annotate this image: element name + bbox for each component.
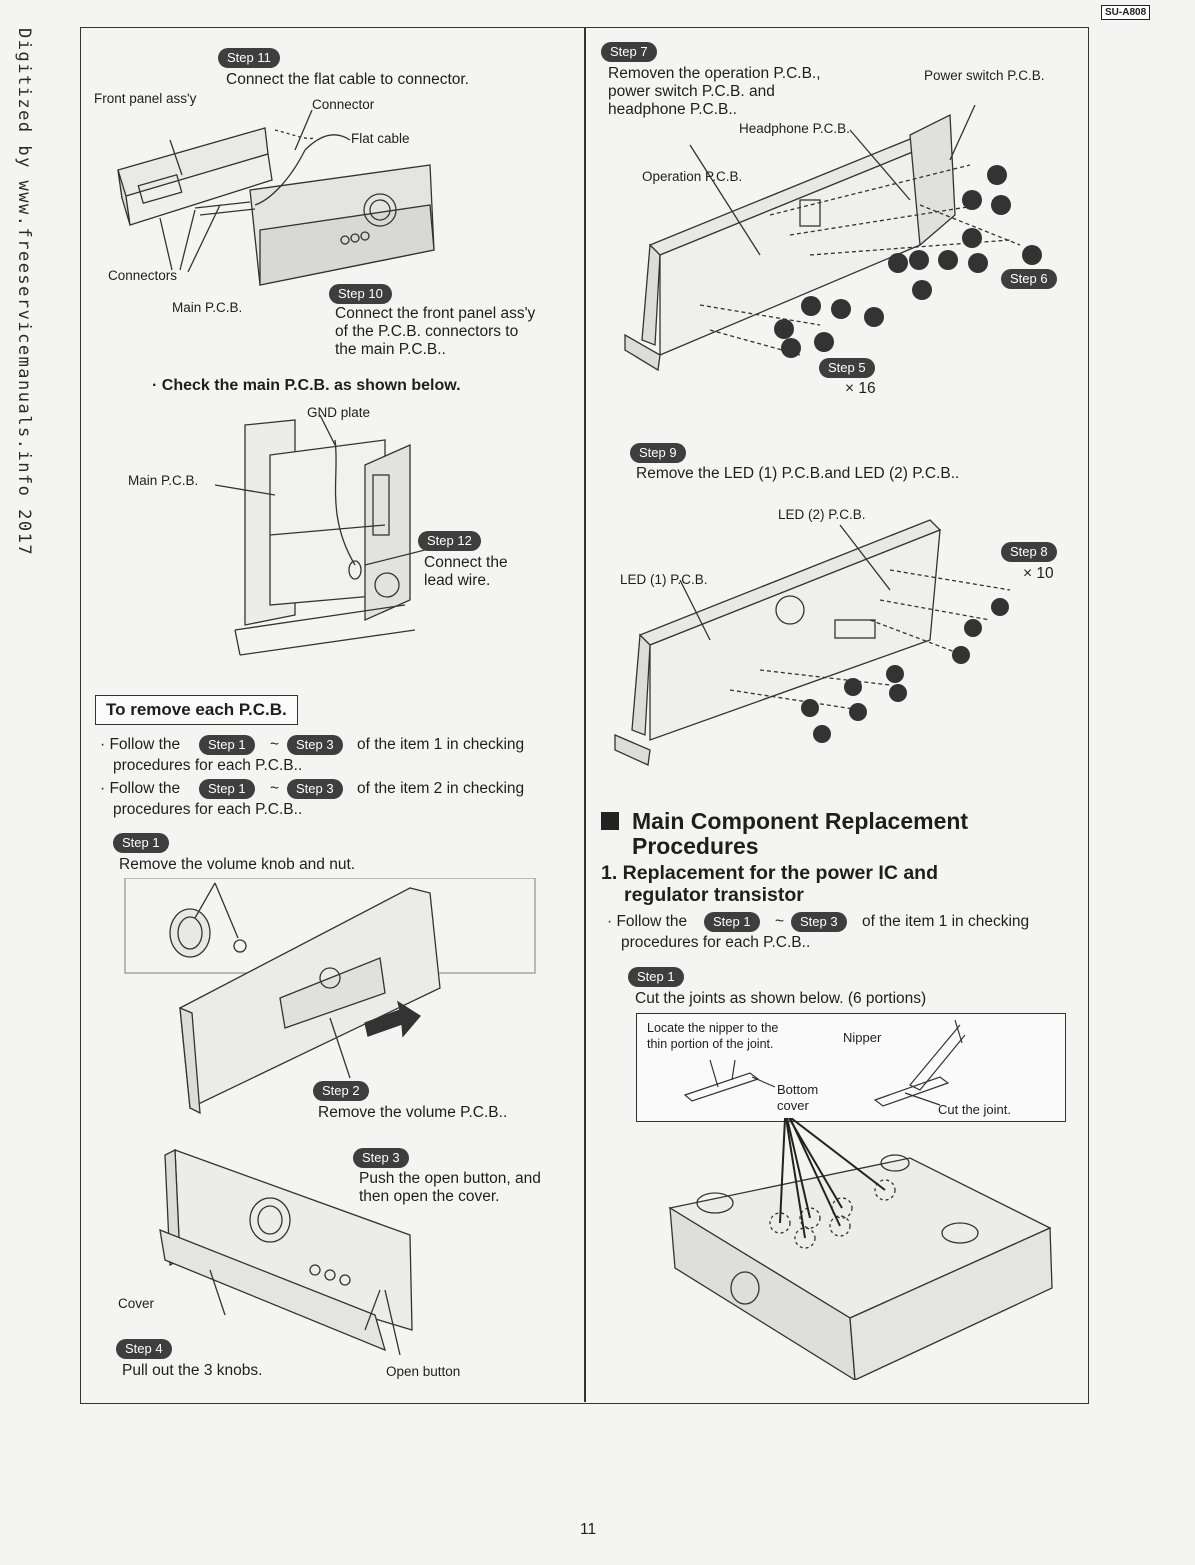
connectors-label: Connectors	[108, 268, 178, 283]
callout-bottom-2: cover	[777, 1098, 809, 1113]
step11-text: Connect the flat cable to connector.	[226, 71, 469, 88]
nipper-callout	[636, 1013, 1066, 1122]
subsection-line1: 1. Replacement for the power IC and	[601, 862, 938, 884]
led-pcb-diagram	[614, 519, 1011, 766]
follow2-prefix: · Follow the	[100, 780, 181, 797]
step11-badge: Step 11	[218, 48, 280, 68]
right-follow-step-a: Step 1	[704, 912, 760, 932]
step4-text: Pull out the 3 knobs.	[122, 1362, 263, 1379]
step10-line3: the main P.C.B..	[335, 341, 446, 358]
follow2-suffix: of the item 2 in checking	[357, 780, 525, 797]
follow2-sep: ~	[270, 780, 280, 797]
led1-label: LED (1) P.C.B.	[620, 572, 708, 587]
callout-cut: Cut the joint.	[938, 1102, 1011, 1117]
step7-badge: Step 7	[601, 42, 657, 62]
check-heading: · Check the main P.C.B. as shown below.	[152, 377, 461, 394]
callout-nipper: Nipper	[843, 1030, 882, 1045]
bottom-cover-diagram	[668, 1118, 1053, 1380]
step3-line1: Push the open button, and	[359, 1170, 541, 1187]
column-divider	[584, 27, 586, 1402]
follow1-sep: ~	[270, 736, 280, 753]
step12-badge: Step 12	[418, 531, 481, 551]
right-follow-line2: procedures for each P.C.B..	[621, 934, 811, 951]
open-button-label: Open button	[386, 1364, 461, 1379]
subsection-line2: regulator transistor	[624, 884, 804, 906]
cut-step-text: Cut the joints as shown below. (6 portio…	[635, 990, 927, 1007]
section-title-line1: Main Component Replacement	[632, 808, 969, 834]
nipper-callout-drawing	[683, 1019, 966, 1107]
follow1-step-a: Step 1	[199, 735, 255, 755]
cut-step-badge: Step 1	[628, 967, 684, 987]
step2-text: Remove the volume P.C.B..	[318, 1104, 508, 1121]
step9-badge: Step 9	[630, 443, 686, 463]
watermark: Digitized by www.freeservicemanuals.info…	[14, 28, 34, 557]
right-follow-suffix: of the item 1 in checking	[862, 913, 1030, 930]
right-follow-prefix: · Follow the	[607, 913, 688, 930]
callout-bottom-1: Bottom	[777, 1082, 819, 1097]
cover-open-diagram	[159, 1148, 413, 1355]
step1-badge: Step 1	[113, 833, 169, 853]
follow1-prefix: · Follow the	[100, 736, 181, 753]
step10-badge: Step 10	[329, 284, 392, 304]
step7-line1: Removen the operation P.C.B.,	[608, 65, 821, 82]
cover-label: Cover	[118, 1296, 155, 1311]
step12-line1: Connect the	[424, 554, 508, 571]
step8-count: × 10	[1023, 565, 1054, 582]
step9-text: Remove the LED (1) P.C.B.and LED (2) P.C…	[636, 465, 960, 482]
flat-cable-label: Flat cable	[351, 131, 410, 146]
step12-line2: lead wire.	[424, 572, 491, 589]
right-follow-step-b: Step 3	[791, 912, 847, 932]
step8-badge: Step 8	[1001, 542, 1057, 562]
step2-badge: Step 2	[313, 1081, 369, 1101]
section-bullet-icon	[601, 812, 619, 830]
follow1-step-b: Step 3	[287, 735, 343, 755]
step6-badge: Step 6	[1001, 269, 1057, 289]
step7-line3: headphone P.C.B..	[608, 101, 737, 118]
follow2-step-a: Step 1	[199, 779, 255, 799]
page-number: 11	[580, 1521, 597, 1538]
operation-pcb-diagram	[624, 105, 1042, 372]
step10-line1: Connect the front panel ass'y	[335, 305, 536, 322]
follow2-line2: procedures for each P.C.B..	[113, 801, 303, 818]
step1-text: Remove the volume knob and nut.	[119, 856, 356, 873]
front-panel-label: Front panel ass'y	[94, 91, 197, 106]
follow2-step-b: Step 3	[287, 779, 343, 799]
step10-line2: of the P.C.B. connectors to	[335, 323, 519, 340]
operation-label: Operation P.C.B.	[642, 169, 743, 184]
connector-label: Connector	[312, 97, 375, 112]
gnd-plate-label: GND plate	[307, 405, 371, 420]
power-switch-label: Power switch P.C.B.	[924, 68, 1045, 83]
follow1-line2: procedures for each P.C.B..	[113, 757, 303, 774]
front-panel-diagram	[117, 110, 435, 286]
step3-badge: Step 3	[353, 1148, 409, 1168]
step4-badge: Step 4	[116, 1339, 172, 1359]
step3-line2: then open the cover.	[359, 1188, 500, 1205]
step7-line2: power switch P.C.B. and	[608, 83, 775, 100]
step5-count: × 16	[845, 380, 876, 397]
right-follow-sep: ~	[775, 913, 785, 930]
headphone-label: Headphone P.C.B.	[739, 121, 850, 136]
step5-badge: Step 5	[819, 358, 875, 378]
remove-pcb-heading: To remove each P.C.B.	[95, 695, 298, 725]
led2-label: LED (2) P.C.B.	[778, 507, 866, 522]
volume-pcb-diagram	[124, 878, 536, 1115]
main-pcb-label-2: Main P.C.B.	[128, 473, 199, 488]
follow1-suffix: of the item 1 in checking	[357, 736, 525, 753]
callout-locate-1: Locate the nipper to the	[647, 1021, 779, 1035]
section-title-line2: Procedures	[632, 833, 759, 859]
model-label: SU-A808	[1101, 5, 1151, 20]
main-pcb-label: Main P.C.B.	[172, 300, 243, 315]
main-pcb-diagram	[215, 415, 425, 656]
callout-locate-2: thin portion of the joint.	[647, 1037, 774, 1051]
